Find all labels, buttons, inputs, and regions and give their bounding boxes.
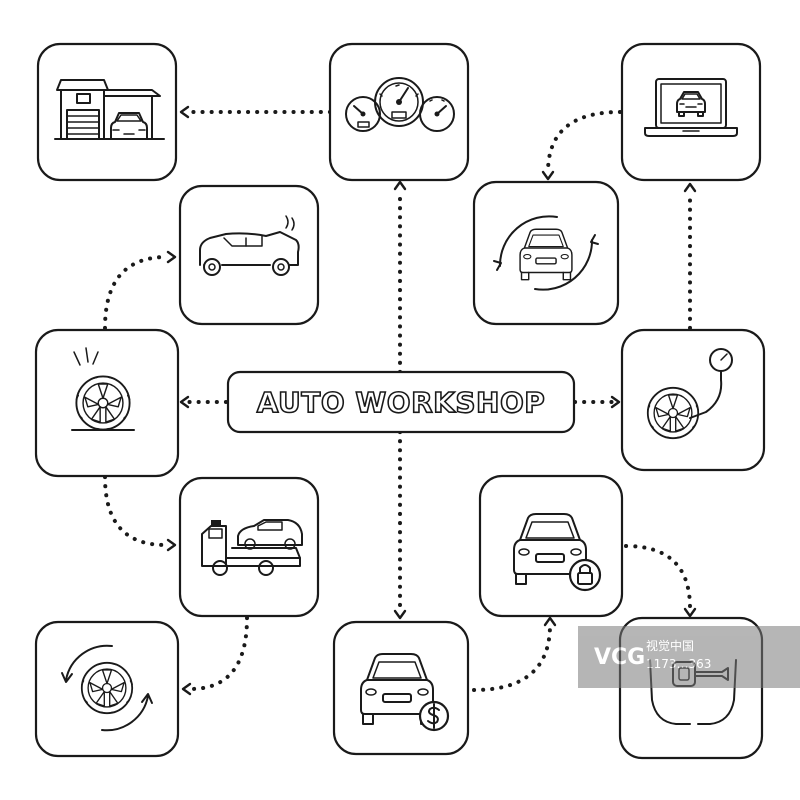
node-frame bbox=[34, 328, 180, 478]
edge-arrowhead bbox=[181, 682, 192, 696]
edge-arrowhead bbox=[179, 105, 190, 119]
node-tire-pressure bbox=[620, 328, 766, 472]
node-frame bbox=[332, 620, 470, 756]
watermark-logo: VCG bbox=[594, 645, 645, 670]
center-node: AUTO WORKSHOP bbox=[226, 370, 576, 434]
node-frame bbox=[34, 620, 180, 758]
node-garage bbox=[36, 42, 178, 182]
edge-arrowhead bbox=[541, 170, 555, 181]
edge-car-lock-car-key bbox=[624, 544, 692, 610]
car-dollar-icon bbox=[360, 653, 450, 732]
watermark-brand: 视觉中国 bbox=[646, 638, 694, 653]
node-frame bbox=[620, 328, 766, 472]
laptop-car-icon bbox=[644, 78, 738, 137]
edge-arrowhead bbox=[393, 609, 407, 620]
node-frame bbox=[472, 180, 620, 326]
edge-arrowhead bbox=[683, 607, 697, 618]
edge-arrowhead bbox=[166, 250, 177, 264]
edge-arrowhead bbox=[166, 538, 177, 552]
node-laptop bbox=[620, 42, 762, 182]
node-speedometer bbox=[328, 42, 470, 182]
flat-tire-icon bbox=[71, 347, 135, 431]
dashboard-gauges-icon bbox=[345, 77, 455, 132]
watermark-band bbox=[578, 626, 800, 688]
tire-rotation-icon bbox=[61, 644, 153, 732]
edge-car-price-car-lock bbox=[472, 623, 552, 692]
map-title: AUTO WORKSHOP bbox=[257, 386, 546, 419]
car-360-icon bbox=[493, 215, 599, 291]
edge-arrowhead bbox=[393, 180, 407, 191]
edge-arrowhead bbox=[610, 395, 621, 409]
node-frame bbox=[178, 184, 320, 326]
garage-icon bbox=[54, 79, 165, 140]
node-tow-truck bbox=[178, 476, 320, 618]
watermark-id: 1173…363 bbox=[646, 657, 711, 671]
node-tire-rotate bbox=[34, 620, 180, 758]
node-car-lock bbox=[478, 474, 624, 618]
node-car-hood bbox=[178, 184, 320, 326]
node-tire-flat bbox=[34, 328, 180, 478]
connectors bbox=[103, 105, 697, 696]
edge-arrowhead bbox=[179, 395, 190, 409]
node-frame bbox=[36, 42, 178, 182]
node-frame bbox=[478, 474, 624, 618]
edge-arrowhead bbox=[683, 182, 697, 193]
tire-pressure-gauge-icon bbox=[646, 348, 733, 440]
edge-arrowhead bbox=[543, 616, 557, 627]
edge-tire-flat-car-hood bbox=[103, 255, 167, 330]
node-car-price bbox=[332, 620, 470, 756]
edge-tire-flat-tow-truck bbox=[103, 475, 167, 547]
tow-truck-icon bbox=[201, 519, 303, 576]
edge-laptop-car-rotate bbox=[546, 110, 622, 174]
center-node-frame bbox=[226, 370, 576, 434]
car-lock-icon bbox=[513, 513, 602, 592]
node-car-rotate bbox=[472, 180, 620, 326]
edge-tow-truck-tire-rotate bbox=[190, 616, 249, 691]
car-open-hood-icon bbox=[199, 215, 300, 276]
watermark: VCG 视觉中国 1173…363 bbox=[578, 626, 800, 688]
